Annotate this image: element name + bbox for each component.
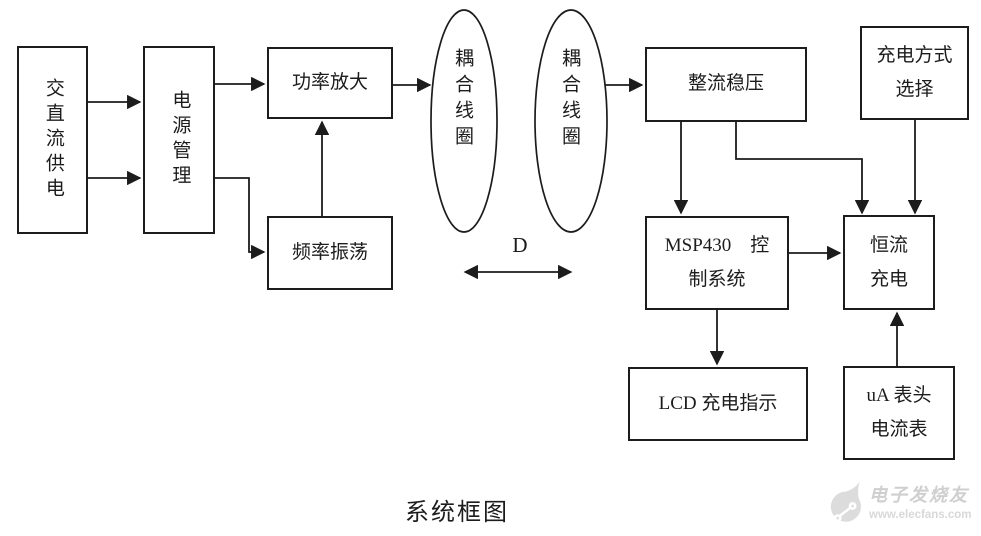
node-label: 交直流供电 [42,77,64,203]
node-label: 功率放大 [291,71,368,93]
coupling-coil-secondary-shape [534,9,608,233]
node-label-line2: 制系统 [688,269,746,290]
node-ua-meter-ammeter: uA 表头 电流表 [843,366,955,460]
node-charging-mode-selector: 充电方式 选择 [860,26,969,120]
node-label-line2: 电流表 [870,419,928,440]
node-frequency-oscillator: 频率振荡 [267,216,393,290]
node-label-line1: MSP430 控 [664,235,770,256]
diagram-caption: 系统框图 [405,500,509,526]
node-label: LCD 充电指示 [658,392,778,414]
node-label-line1: uA 表头 [866,385,932,406]
watermark-url: www.elecfans.com [869,509,972,521]
coupling-coil-primary-shape [430,9,498,233]
coupling-coil-secondary-label: 耦合线圈 [559,48,580,152]
arrow-power-mgmt-to-oscillator [215,177,266,260]
node-label-line2: 选择 [895,79,934,100]
node-label: 电源管理 [169,90,191,190]
node-label-line2: 充电 [869,268,908,290]
node-label-line1: 充电方式 [876,45,953,66]
coupling-coil-primary-label: 耦合线圈 [452,48,473,152]
node-lcd-charge-indicator: LCD 充电指示 [628,367,808,441]
node-power-amplifier: 功率放大 [267,47,393,119]
node-constant-current-charging: 恒流 充电 [843,215,935,310]
elecfans-logo-icon [830,480,861,523]
node-label: 频率振荡 [291,241,368,263]
watermark: 电子发烧友 www.elecfans.com [826,477,981,533]
node-label: 整流稳压 [687,73,764,95]
node-rectifier-regulator: 整流稳压 [645,47,807,122]
node-msp430-control-system: MSP430 控 制系统 [645,216,789,310]
node-label-line1: 恒流 [869,234,908,256]
node-power-management: 电源管理 [143,46,215,234]
arrow-rectifier-to-constant-current [735,122,870,215]
watermark-brand: 电子发烧友 [869,485,969,505]
watermark-text: 电子发烧友 www.elecfans.com [869,481,981,521]
distance-label: D [512,233,528,257]
node-ac-dc-supply: 交直流供电 [17,46,88,234]
